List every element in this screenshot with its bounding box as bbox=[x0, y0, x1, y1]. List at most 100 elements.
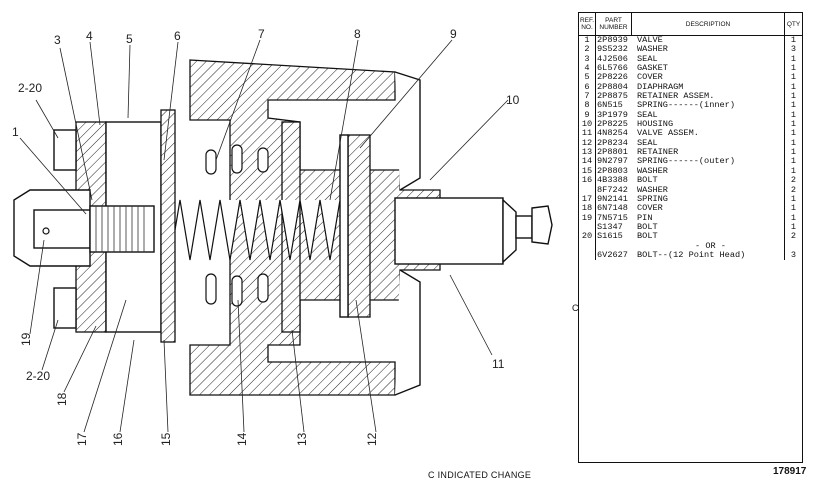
description-cell: SPRING bbox=[636, 194, 785, 205]
callout-labels: 1 2-20 3 4 5 6 7 8 9 10 11 12 13 14 15 1… bbox=[12, 27, 520, 446]
part-number-cell: S1615 bbox=[597, 231, 623, 242]
valve-cap bbox=[13, 189, 155, 267]
description-cell: VALVE bbox=[636, 36, 785, 46]
callout-18: 18 bbox=[55, 392, 69, 406]
callout-5: 5 bbox=[126, 32, 133, 46]
ref-cell bbox=[579, 222, 596, 233]
callout-15: 15 bbox=[159, 432, 173, 446]
description-cell: SEAL bbox=[636, 110, 785, 121]
qty-cell: 3 bbox=[790, 44, 797, 55]
part-number-cell: 2P8875 bbox=[597, 91, 628, 102]
description-cell: WASHER bbox=[636, 45, 785, 55]
ref-cell: 18 bbox=[579, 203, 596, 214]
qty-cell: 2 bbox=[790, 184, 797, 195]
part-number-cell: 4N8254 bbox=[597, 128, 628, 139]
ref-cell: 8 bbox=[579, 101, 596, 111]
part-number-cell: 2P8234 bbox=[597, 137, 628, 148]
ref-cell: 16 bbox=[579, 175, 596, 186]
description-cell: RETAINER bbox=[636, 148, 785, 158]
outer-spring bbox=[205, 144, 269, 307]
callout-6: 6 bbox=[174, 29, 181, 43]
callout-1: 1 bbox=[12, 125, 19, 139]
change-margin-mark: C bbox=[572, 303, 579, 313]
description-cell: BOLT--(12 Point Head) bbox=[636, 250, 785, 261]
callout-9: 9 bbox=[450, 27, 457, 41]
callout-11: 11 bbox=[492, 357, 505, 371]
part-number-cell: 2P8225 bbox=[597, 119, 628, 130]
qty-cell: 1 bbox=[790, 63, 797, 74]
callout-12: 12 bbox=[365, 432, 379, 446]
qty-cell: 1 bbox=[790, 128, 797, 139]
part-number-cell: 9S5232 bbox=[597, 44, 628, 55]
ref-cell: 12 bbox=[579, 138, 596, 149]
ref-cell: 4 bbox=[579, 63, 596, 74]
ref-cell: 9 bbox=[579, 110, 596, 121]
description-cell: BOLT bbox=[636, 176, 785, 186]
part-number-cell: 6L5766 bbox=[597, 63, 628, 74]
ref-cell: 7 bbox=[579, 91, 596, 102]
header-qty: QTY bbox=[786, 20, 801, 28]
part-number-cell: 6V2627 bbox=[597, 249, 628, 260]
description-cell: SEAL bbox=[636, 54, 785, 65]
part-number-cell: 2P8801 bbox=[597, 147, 628, 158]
valve-stem bbox=[394, 197, 553, 265]
header-part-number: PART NUMBER bbox=[596, 13, 632, 35]
ref-cell: 1 bbox=[579, 35, 596, 46]
callout-14: 14 bbox=[235, 432, 249, 446]
description-cell: VALVE ASSEM. bbox=[636, 129, 785, 139]
part-number-cell: 4J2506 bbox=[597, 53, 628, 64]
ref-cell: 15 bbox=[579, 166, 596, 177]
table-row: - OR - bbox=[579, 241, 802, 251]
description-cell: SEAL bbox=[636, 138, 785, 149]
callout-4: 4 bbox=[86, 29, 93, 43]
description-cell: RETAINER ASSEM. bbox=[636, 92, 785, 102]
callout-17: 17 bbox=[75, 432, 89, 446]
ref-cell: 5 bbox=[579, 73, 596, 83]
part-number-cell: 3P1979 bbox=[597, 109, 628, 120]
part-number-cell: 6N515 bbox=[597, 100, 623, 111]
leader-lines bbox=[19, 39, 509, 433]
qty-cell: 1 bbox=[790, 165, 797, 176]
ref-cell bbox=[579, 185, 596, 195]
header-ref-no: REF. NO. bbox=[579, 13, 596, 35]
change-note: C INDICATED CHANGE bbox=[428, 470, 532, 480]
callout-13: 13 bbox=[295, 432, 309, 446]
description-cell: WASHER bbox=[636, 185, 785, 195]
ref-cell bbox=[579, 241, 596, 251]
qty-cell: 1 bbox=[790, 156, 797, 167]
description-cell: WASHER bbox=[636, 166, 785, 177]
part-number-cell: 9N2797 bbox=[597, 156, 628, 167]
callout-8: 8 bbox=[354, 27, 361, 41]
part-number-cell: 9N2141 bbox=[597, 193, 628, 204]
part-number-cell: S1347 bbox=[597, 221, 623, 232]
qty-cell: 1 bbox=[790, 100, 797, 111]
ref-cell: 14 bbox=[579, 157, 596, 167]
exploded-valve-cross-section: 1 2-20 3 4 5 6 7 8 9 10 11 12 13 14 15 1… bbox=[12, 27, 553, 446]
part-number-cell: 2P8226 bbox=[597, 72, 628, 83]
part-number-cell: 6N7148 bbox=[597, 203, 628, 214]
description-cell: - OR - bbox=[636, 241, 785, 251]
qty-cell: 1 bbox=[790, 81, 797, 92]
part-number-cell: 2P8803 bbox=[597, 165, 628, 176]
callout-10: 10 bbox=[506, 93, 520, 107]
ref-cell bbox=[579, 250, 596, 261]
